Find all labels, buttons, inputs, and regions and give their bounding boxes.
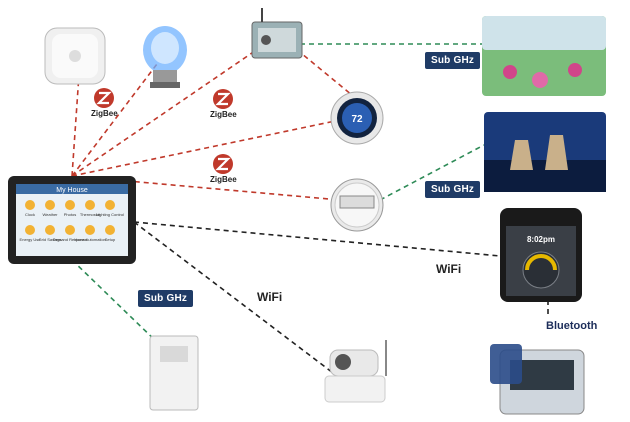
zigbee-badge-1: ZigBee (91, 87, 118, 118)
sprinkler-garden-image (482, 16, 606, 96)
blood-pressure-monitor-icon (490, 344, 585, 415)
wifi-links (133, 221, 549, 383)
zigbee-badge-3: ZigBee (210, 153, 237, 184)
hub-app-label: Photos (64, 212, 76, 217)
hub-app-label: Weather (42, 212, 58, 217)
thermostat-temperature: 72 (351, 114, 363, 125)
hub-app-label: Home Automation (74, 237, 106, 242)
hub-app-label: Clock (25, 212, 35, 217)
wifi-label-mid: WiFi (257, 290, 283, 304)
hub-app-grid-icon (45, 225, 55, 235)
zigbee-label: ZigBee (91, 109, 118, 118)
thermostat-icon: 72 (330, 91, 384, 145)
wifi-label-right: WiFi (436, 262, 462, 276)
zigbee-links (71, 41, 359, 201)
subghz-links (71, 43, 485, 346)
hub-app-label: Lighting Control (96, 212, 124, 217)
smart-bulb-icon (143, 26, 187, 88)
subghz-tag-left: Sub GHz (138, 290, 194, 307)
hub-app-thermostat-icon (85, 200, 95, 210)
zigbee-label: ZigBee (210, 175, 237, 184)
zigbee-badge-2: ZigBee (210, 88, 237, 119)
hub-app-weather-icon (45, 200, 55, 210)
home-hub-tablet: My House Clock Weather Photos Thermostat… (8, 176, 136, 264)
hub-app-label: Setup (105, 237, 116, 242)
hub-title: My House (56, 187, 88, 194)
hub-app-label: Energy Use (20, 237, 42, 242)
motion-sensor-icon (44, 27, 106, 85)
hub-app-clock-icon (25, 200, 35, 210)
smartphone-icon: 8:02pm (500, 208, 582, 302)
subghz-tag-mid: Sub GHz (425, 181, 481, 198)
subghz-tag-top: Sub GHz (425, 52, 481, 69)
hub-app-setup-icon (105, 225, 115, 235)
bluetooth-label: Bluetooth (546, 320, 598, 332)
sprinkler-controller-icon (251, 8, 303, 59)
power-plant-image (484, 112, 606, 192)
weather-sensor-icon (149, 335, 199, 411)
hub-app-label: Grid Savings (39, 237, 62, 242)
hub-app-demand-icon (65, 225, 75, 235)
hub-app-automation-icon (85, 225, 95, 235)
hub-app-label: Thermostat (80, 212, 101, 217)
hub-app-photos-icon (65, 200, 75, 210)
hub-app-lighting-icon (105, 200, 115, 210)
smart-meter-icon (330, 178, 384, 232)
hub-app-energy-icon (25, 225, 35, 235)
phone-time: 8:02pm (527, 235, 555, 244)
zigbee-label: ZigBee (210, 110, 237, 119)
security-camera-icon (324, 340, 387, 403)
hub-app-label: Demand Response (53, 237, 88, 242)
